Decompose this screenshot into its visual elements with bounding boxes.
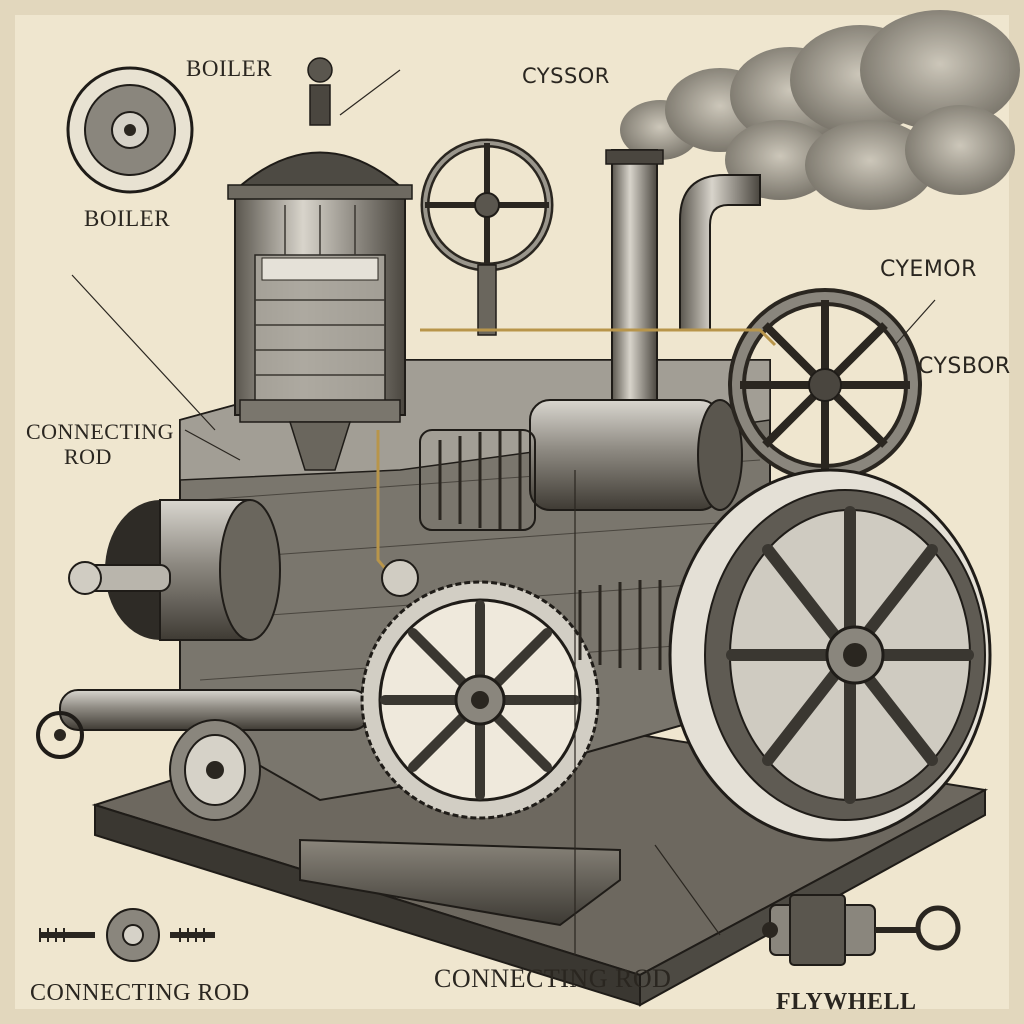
gear-wheel [360, 580, 600, 820]
label-boiler-left: BOILER [84, 206, 171, 231]
flywheel-part-icon [762, 894, 961, 966]
label-flywheel: FLYWHELL [776, 989, 917, 1015]
label-connecting-rod-line1: CONNECTING [26, 419, 174, 444]
label-cysbor: CYSBOR [918, 354, 1011, 379]
label-connecting-rod-bottom-left: CONNECTING ROD [30, 980, 250, 1006]
boiler-part-icon [66, 66, 194, 194]
label-cyssor: CYSSOR [522, 64, 610, 88]
label-connecting-rod-line2: ROD [64, 444, 112, 469]
label-boiler-top: BOILER [186, 56, 273, 81]
flywheel [668, 468, 992, 842]
left-drum [68, 499, 281, 641]
connecting-rod-part-icon [39, 908, 215, 962]
leader-lines [71, 69, 936, 955]
spring-coil [578, 580, 662, 670]
rear-flywheel [728, 288, 922, 482]
boiler-tank [227, 57, 413, 471]
main-cylinder [419, 399, 743, 531]
handwheel [420, 138, 554, 336]
small-pulley [169, 719, 261, 821]
chimney [605, 149, 761, 401]
label-cyemor: CYEMOR [880, 257, 977, 282]
label-connecting-rod-bottom-center: CONNECTING ROD [434, 964, 672, 993]
